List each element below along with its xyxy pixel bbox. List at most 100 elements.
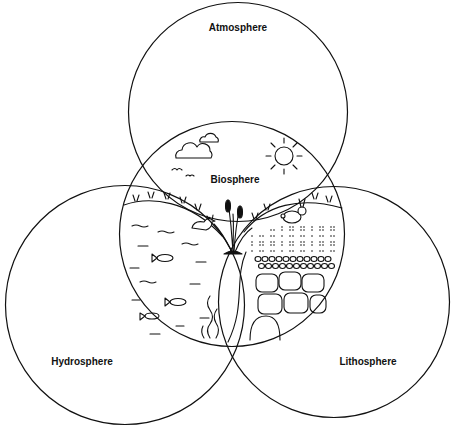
soil-dots: [270, 229, 272, 231]
pebbles: [325, 257, 331, 262]
grass-horizon: [133, 192, 213, 221]
pebbles: [255, 257, 335, 269]
boulders: [258, 294, 282, 314]
soil-dots: [289, 250, 291, 252]
pebbles: [322, 264, 328, 269]
soil-dots: [273, 244, 275, 246]
sphere-outline: [5, 185, 245, 425]
soil-dots: [303, 235, 305, 237]
pebbles: [329, 264, 335, 269]
sphere-circle: Biosphere: [119, 121, 345, 347]
soil-dots: [300, 244, 302, 246]
boulders: [250, 272, 326, 340]
boulders: [302, 274, 324, 292]
soil-dots: [300, 226, 302, 228]
bird: [186, 175, 194, 176]
pebbles: [269, 257, 275, 262]
sun: [266, 138, 302, 174]
sphere-outline: [128, 2, 348, 222]
sphere-label: Lithosphere: [339, 356, 396, 368]
soil-dots: [292, 250, 294, 252]
soil-dots: [289, 244, 291, 246]
soil-dots: [333, 250, 335, 252]
soil-dots: [251, 235, 253, 237]
soil-dots: [333, 235, 335, 237]
pebbles: [311, 257, 317, 262]
soil-dots: [281, 241, 283, 243]
pebbles: [297, 257, 303, 262]
soil-dots: [251, 244, 253, 246]
soil-dots: [300, 235, 302, 237]
cloud: [176, 133, 219, 158]
soil-dots: [303, 241, 305, 243]
soil-dots: [262, 235, 264, 237]
rabbit: [281, 214, 285, 218]
pebbles: [259, 264, 265, 269]
soil-dots: [330, 229, 332, 231]
soil-dots: [273, 235, 275, 237]
soil-dots: [333, 226, 335, 228]
soil-dots: [292, 235, 294, 237]
soil-dots: [281, 244, 283, 246]
soil-dots: [262, 244, 264, 246]
boulders: [279, 272, 301, 290]
soil-dots: [289, 241, 291, 243]
pebbles: [294, 264, 300, 269]
soil-dots: [330, 244, 332, 246]
soil-dots: [281, 226, 283, 228]
soil-dots: [281, 250, 283, 252]
soil-dots: [319, 229, 321, 231]
fish: [170, 299, 186, 306]
sphere-outline: [218, 186, 450, 418]
sun: [275, 147, 293, 165]
duck: [192, 218, 215, 230]
soil-dots: [319, 226, 321, 228]
soil-dots: [292, 226, 294, 228]
sphere-circle: Lithosphere: [218, 186, 450, 418]
soil-dots: [322, 235, 324, 237]
water: [130, 225, 246, 342]
water: [130, 225, 209, 334]
soil-dots: [319, 250, 321, 252]
soil-dots: [311, 226, 313, 228]
soil-dots: [322, 229, 324, 231]
soil-dots: [303, 226, 305, 228]
soil-dots: [330, 235, 332, 237]
soil-dots: [259, 250, 261, 252]
cloud: [176, 143, 212, 158]
fish: [157, 255, 173, 262]
soil-dots: [311, 235, 313, 237]
soil-dots: [311, 244, 313, 246]
soil-dots: [330, 241, 332, 243]
boulders: [284, 293, 308, 313]
soil-dots: [289, 229, 291, 231]
soil-dots: [270, 235, 272, 237]
soil-dots: [303, 229, 305, 231]
soil-dots: [251, 241, 253, 243]
soil-dots: [322, 241, 324, 243]
soil-dots: [333, 229, 335, 231]
soil-dots: [251, 250, 253, 252]
soil-dots: [289, 226, 291, 228]
sun: [266, 138, 302, 174]
pebbles: [290, 257, 296, 262]
boulders: [250, 316, 280, 340]
sphere-label: Hydrosphere: [51, 356, 113, 368]
sphere-label: Atmosphere: [209, 22, 267, 34]
soil-dots: [311, 229, 313, 231]
soil-dots: [300, 241, 302, 243]
sphere-outline: [120, 122, 345, 347]
soil-dots: [281, 229, 283, 231]
pebbles: [283, 257, 289, 262]
pebbles: [308, 264, 314, 269]
pebbles: [301, 264, 307, 269]
bird: [172, 169, 194, 177]
rabbit: [298, 207, 306, 215]
fish: [165, 298, 170, 306]
soil-dots: [273, 250, 275, 252]
soil-dots: [262, 241, 264, 243]
seaweed: [202, 296, 219, 338]
soil-dots: [273, 229, 275, 231]
bird: [172, 169, 182, 171]
